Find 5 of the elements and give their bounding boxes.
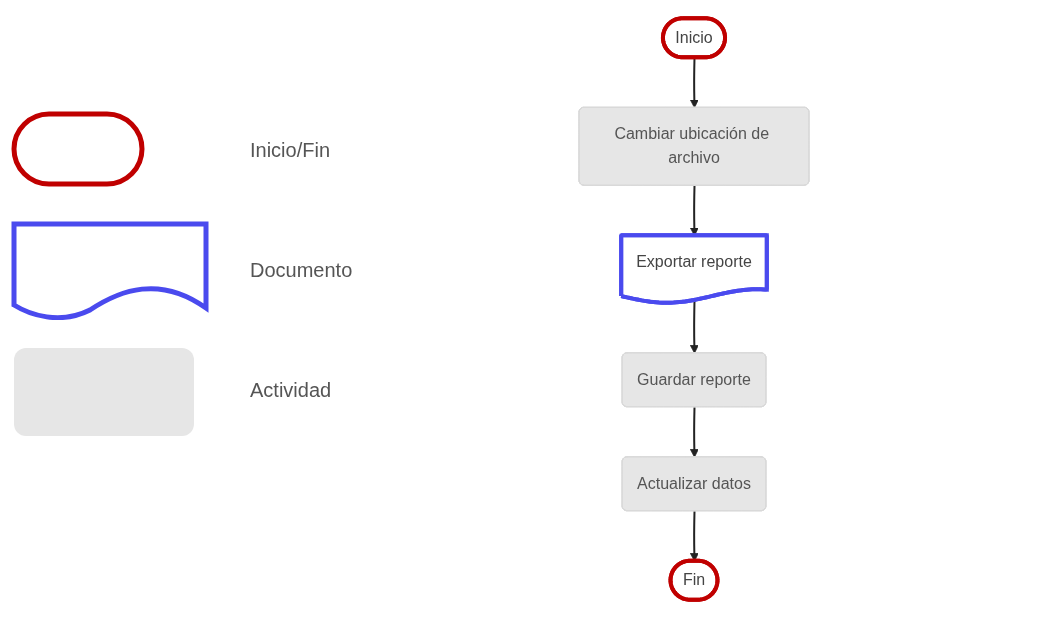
legend-label: Inicio/Fin — [250, 138, 331, 162]
legend-label: Actividad — [250, 378, 332, 402]
legend-label: Documento — [250, 258, 353, 282]
arrow — [689, 56, 699, 108]
arrow — [689, 405, 699, 458]
